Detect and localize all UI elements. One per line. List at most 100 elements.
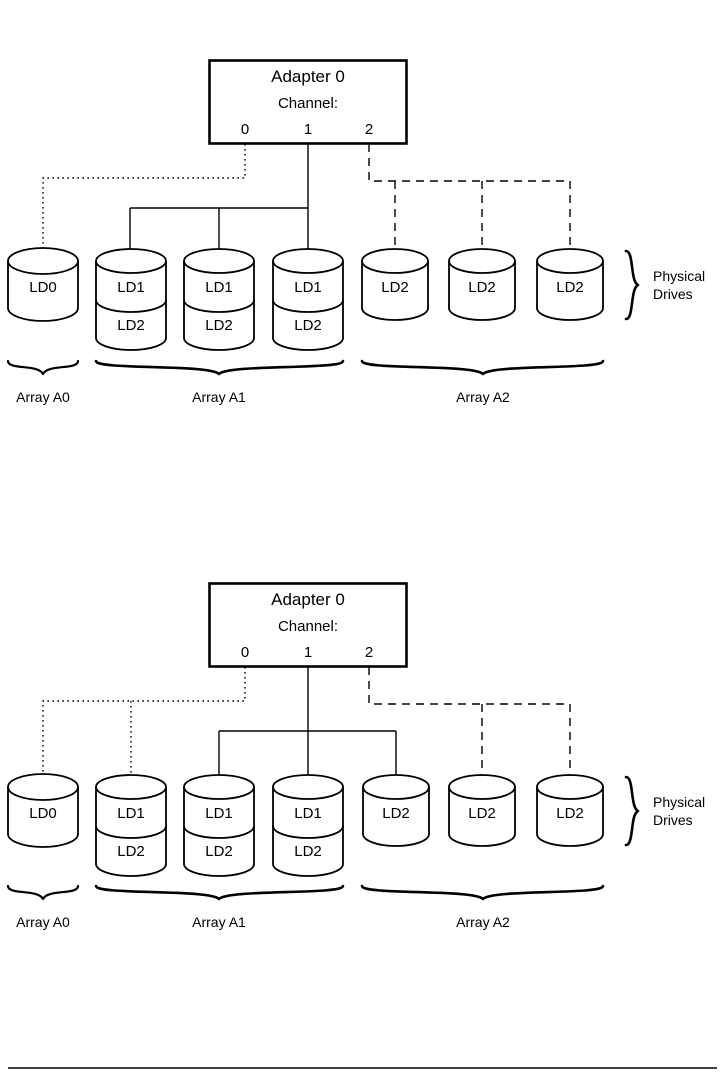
physical-drives-group-top: Physical Drives: [624, 249, 705, 321]
physical-drives-label-line1: Physical: [653, 794, 705, 810]
channel-2-bus-line: [368, 144, 570, 182]
array-a1-label: Array A1: [192, 914, 246, 930]
drive-body: [361, 248, 429, 321]
array-a1-brace-icon: [94, 884, 345, 901]
drive-2-bottom[interactable]: LD1 LD2: [95, 774, 167, 877]
adapter-title: Adapter 0: [271, 590, 345, 609]
drive-4-top[interactable]: LD1 LD2: [272, 248, 344, 351]
drive-label-upper: LD1: [117, 805, 145, 822]
drive-mid-ellipse: [95, 299, 167, 313]
drive-top-ellipse: [361, 260, 429, 274]
drive-1-top[interactable]: LD0: [7, 247, 79, 322]
channel-0-bus-bottom: [42, 667, 246, 786]
drive-label-lower: LD2: [117, 843, 145, 860]
adapter-box-top[interactable]: Adapter 0 Channel: 0 1 2: [208, 59, 408, 145]
channel-port-2[interactable]: 2: [365, 121, 373, 138]
drive-body: [272, 248, 344, 351]
drive-top-ellipse: [272, 260, 344, 274]
drive-label-lower: LD2: [117, 317, 145, 334]
drive-label-lower: LD2: [205, 317, 233, 334]
array-a2-label: Array A2: [456, 914, 510, 930]
drive-label: LD2: [382, 805, 410, 822]
channel-0-bus-top: [42, 144, 246, 260]
drive-mid-ellipse: [272, 299, 344, 313]
drive-7-bottom[interactable]: LD2: [536, 774, 604, 847]
array-a2-brace-icon: [360, 884, 605, 901]
drive-7-top[interactable]: LD2: [536, 248, 604, 321]
drive-5-top[interactable]: LD2: [361, 248, 429, 321]
physical-drives-brace-icon: [624, 249, 640, 321]
channel-2-bus-top: [368, 144, 571, 262]
drive-body: [7, 247, 79, 322]
drive-body: [183, 248, 255, 351]
drive-3-top[interactable]: LD1 LD2: [183, 248, 255, 351]
physical-drives-brace-icon: [624, 775, 640, 847]
channel-port-0[interactable]: 0: [241, 644, 249, 661]
drive-mid-ellipse: [272, 825, 344, 839]
array-a1-brace-icon: [94, 359, 345, 376]
adapter-box-rect: [208, 582, 408, 668]
array-a0-group-bottom: Array A0: [6, 884, 80, 930]
drive-body: [183, 774, 255, 877]
channel-port-1[interactable]: 1: [304, 644, 312, 661]
drive-label-lower: LD2: [294, 843, 322, 860]
drive-mid-ellipse: [183, 825, 255, 839]
drive-top-ellipse: [362, 786, 430, 800]
adapter-subtitle: Channel:: [278, 95, 338, 112]
drive-top-ellipse: [183, 260, 255, 274]
channel-0-path: [42, 667, 246, 786]
physical-drives-label-line2: Drives: [653, 812, 693, 828]
drive-label: LD0: [29, 805, 57, 822]
drive-1-bottom[interactable]: LD0: [7, 773, 79, 848]
adapter-box-bottom[interactable]: Adapter 0 Channel: 0 1 2: [208, 582, 408, 668]
drive-label-lower: LD2: [294, 317, 322, 334]
drive-5-bottom[interactable]: LD2: [362, 774, 430, 847]
drive-label-lower: LD2: [205, 843, 233, 860]
channel-1-bus-top: [129, 144, 309, 262]
drive-top-ellipse: [536, 260, 604, 274]
array-a2-group-bottom: Array A2: [360, 884, 605, 930]
drive-label-upper: LD1: [294, 279, 322, 296]
array-a0-label: Array A0: [16, 914, 70, 930]
drive-body: [7, 773, 79, 848]
drive-3-bottom[interactable]: LD1 LD2: [183, 774, 255, 877]
drive-top-ellipse: [536, 786, 604, 800]
channel-2-bus-line: [368, 667, 570, 705]
drive-label: LD2: [468, 805, 496, 822]
drive-label-upper: LD1: [294, 805, 322, 822]
channel-port-0[interactable]: 0: [241, 121, 249, 138]
drive-top-ellipse: [448, 786, 516, 800]
array-a2-brace-icon: [360, 359, 605, 376]
drive-top-ellipse: [7, 786, 79, 801]
drive-label: LD2: [468, 279, 496, 296]
array-a0-label: Array A0: [16, 389, 70, 405]
channel-2-bus-bottom: [368, 667, 571, 788]
drive-6-bottom[interactable]: LD2: [448, 774, 516, 847]
channel-0-path: [42, 144, 246, 260]
drive-top-ellipse: [95, 260, 167, 274]
drive-top-ellipse: [448, 260, 516, 274]
drive-2-top[interactable]: LD1 LD2: [95, 248, 167, 351]
drive-label: LD2: [556, 805, 584, 822]
drive-body: [536, 774, 604, 847]
channel-port-2[interactable]: 2: [365, 644, 373, 661]
drive-top-ellipse: [7, 260, 79, 275]
array-a0-group-top: Array A0: [6, 359, 80, 405]
array-a2-group-top: Array A2: [360, 359, 605, 405]
drive-mid-ellipse: [95, 825, 167, 839]
drive-top-ellipse: [272, 786, 344, 800]
figure-bottom: Adapter 0 Channel: 0 1 2 LD0: [6, 582, 705, 930]
drive-label: LD2: [381, 279, 409, 296]
figure-top: Adapter 0 Channel: 0 1 2 LD0: [6, 59, 705, 405]
channel-port-1[interactable]: 1: [304, 121, 312, 138]
drive-4-bottom[interactable]: LD1 LD2: [272, 774, 344, 877]
drive-label: LD2: [556, 279, 584, 296]
drive-body: [272, 774, 344, 877]
physical-drives-label-line1: Physical: [653, 268, 705, 284]
drive-top-ellipse: [95, 786, 167, 800]
drive-6-top[interactable]: LD2: [448, 248, 516, 321]
drive-body: [448, 248, 516, 321]
drive-body: [536, 248, 604, 321]
